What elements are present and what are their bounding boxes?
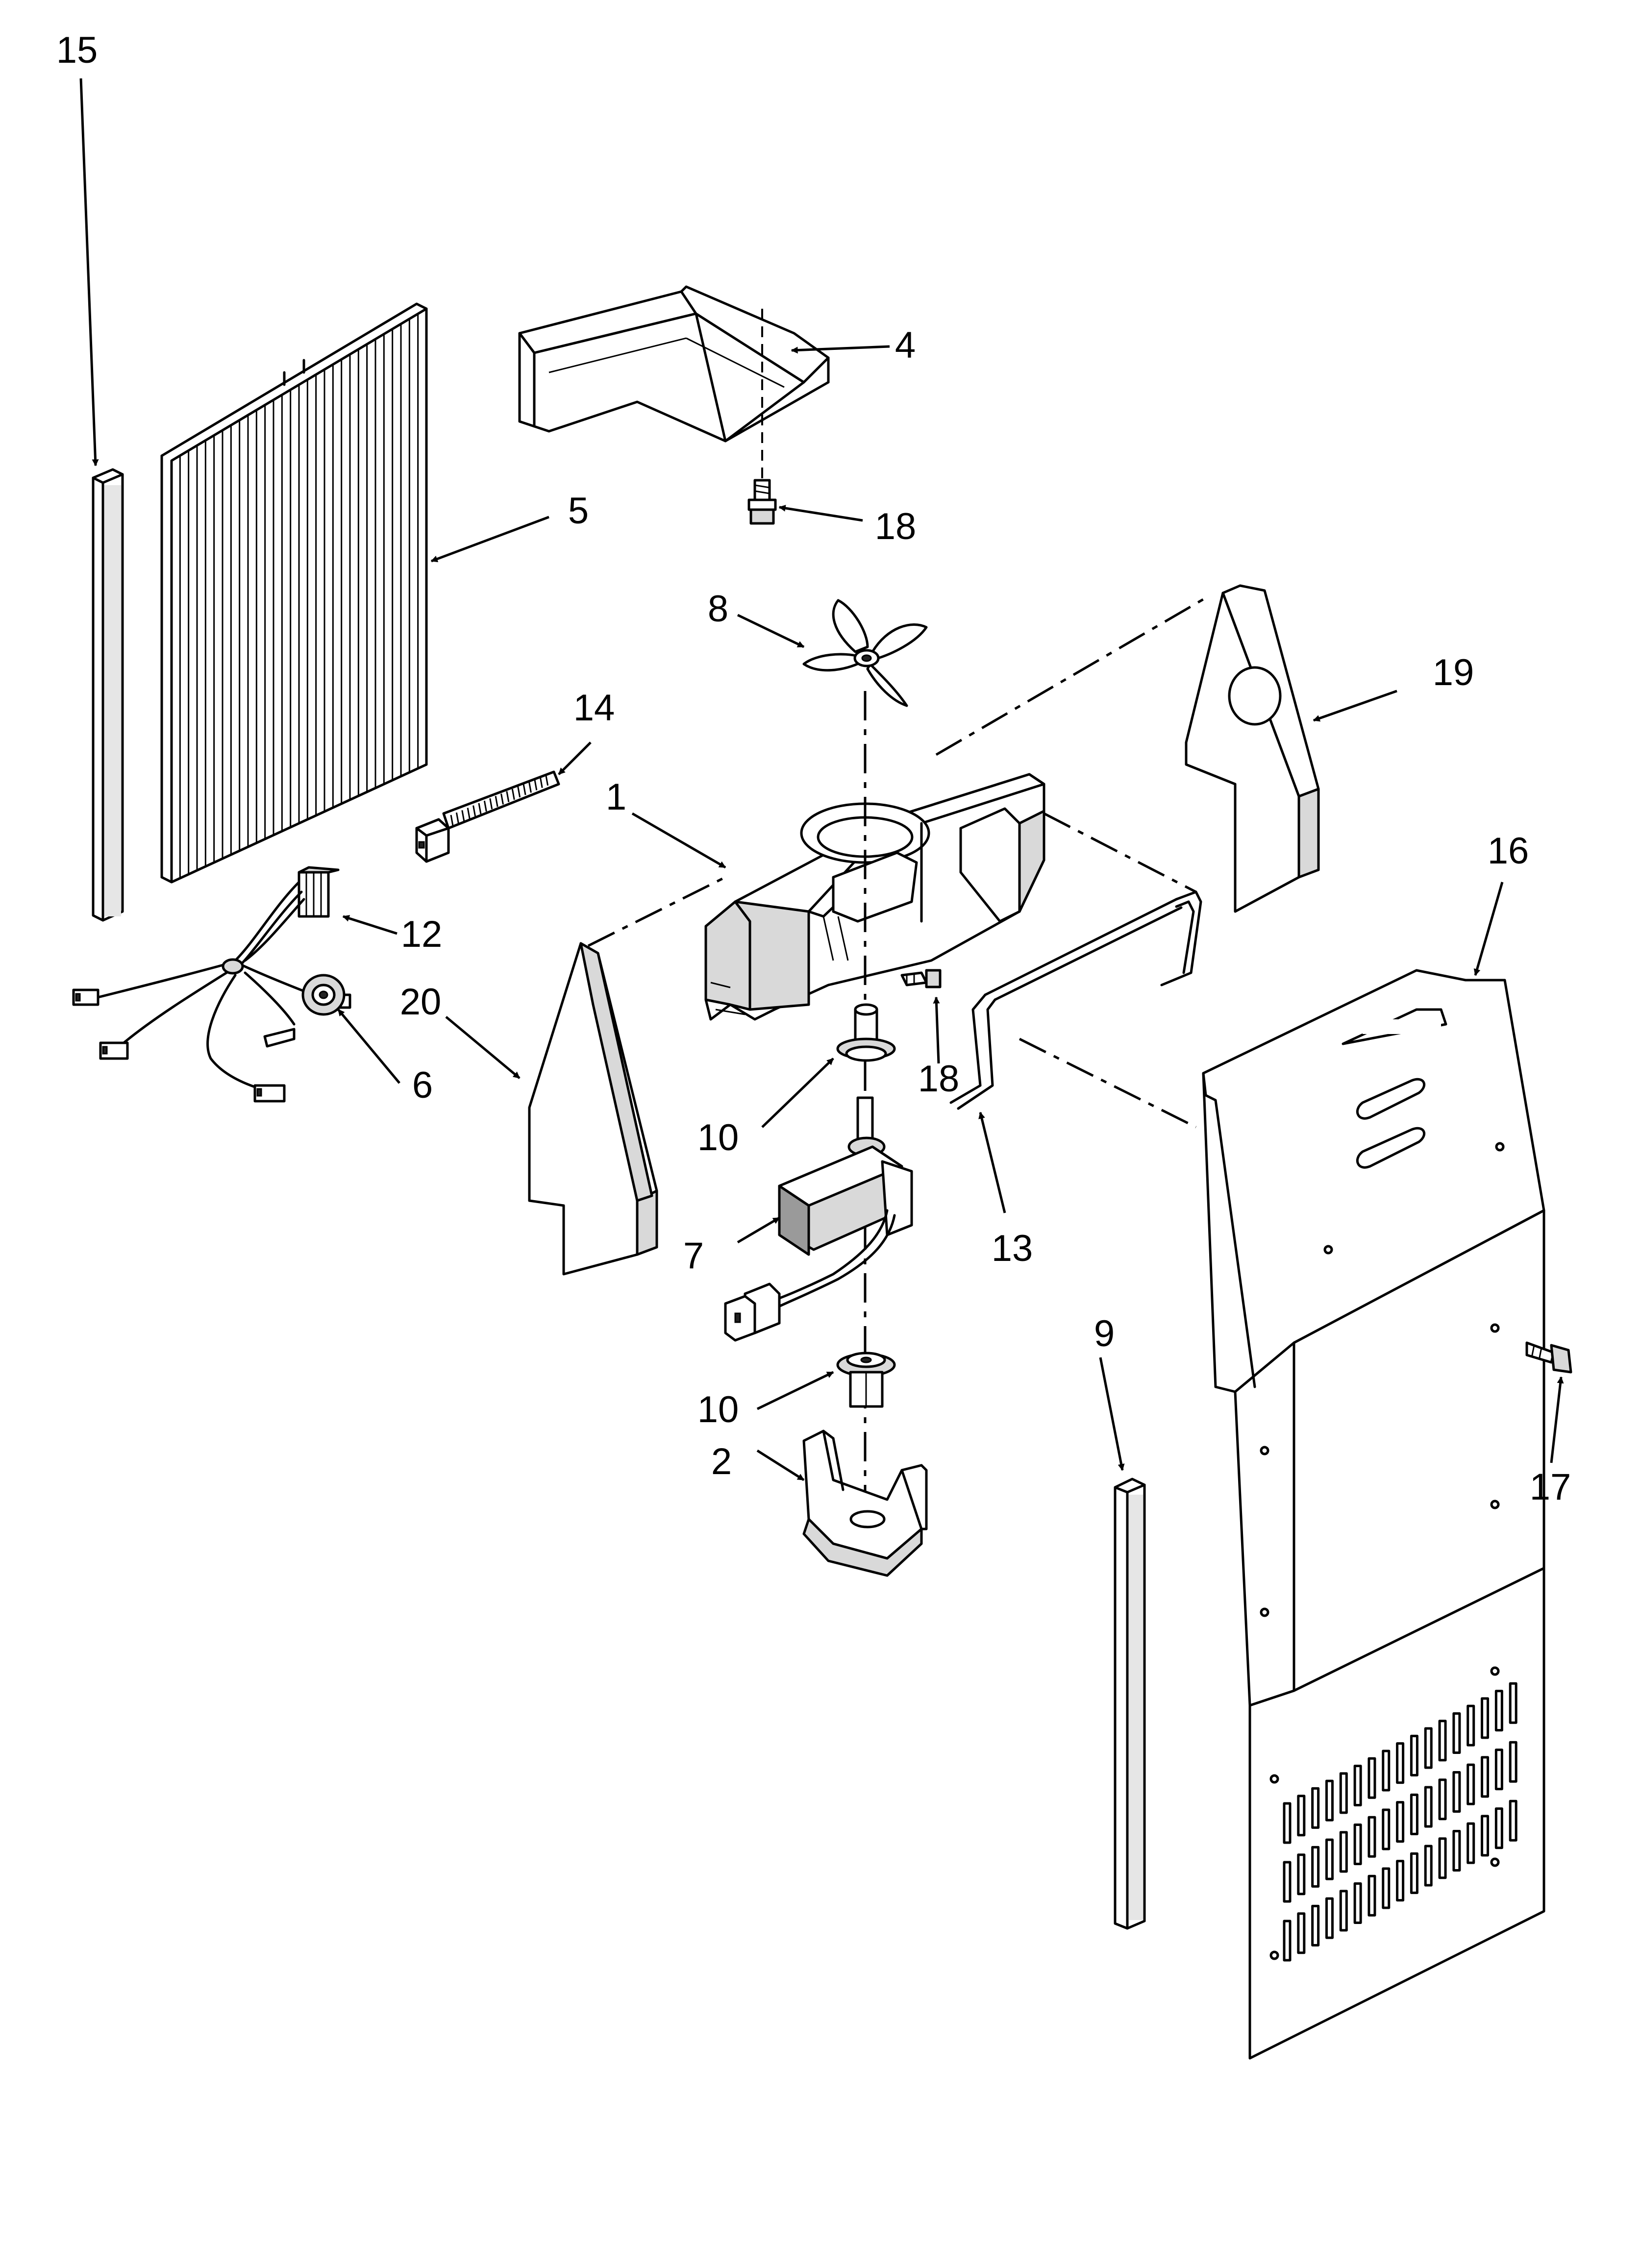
callout-10-upper: 10 <box>697 1117 739 1159</box>
callout-17: 17 <box>1529 1466 1571 1508</box>
callout-2: 2 <box>711 1441 732 1482</box>
callout-16: 16 <box>1487 830 1529 872</box>
part-1-fan-housing <box>704 773 1045 1021</box>
callout-4: 4 <box>895 324 916 366</box>
callout-1: 1 <box>605 776 627 818</box>
callout-5: 5 <box>568 490 589 532</box>
callout-6: 6 <box>412 1064 433 1106</box>
part-16-evaporator-cover <box>1202 969 1545 2060</box>
part-9-seal-strip <box>1114 1478 1146 1930</box>
callout-18-mid: 18 <box>918 1058 960 1100</box>
callout-13: 13 <box>991 1228 1033 1269</box>
part-19-baffle <box>1185 584 1320 913</box>
callout-10-lower: 10 <box>697 1389 739 1430</box>
callout-15: 15 <box>56 29 98 71</box>
callout-8: 8 <box>707 588 729 630</box>
callout-9: 9 <box>1094 1313 1115 1355</box>
part-8-fan-blade <box>802 599 928 707</box>
part-6-grommet <box>301 974 346 1016</box>
callout-leaders <box>79 78 1564 1481</box>
callout-20: 20 <box>399 981 442 1023</box>
part-14-cable-tie <box>415 770 560 863</box>
part-5-filter-panel <box>160 302 428 884</box>
callout-14: 14 <box>573 687 615 729</box>
part-18-screw-top <box>747 479 777 525</box>
part-4-duct-cover <box>518 285 830 443</box>
part-7-fan-motor <box>724 1096 913 1342</box>
part-12-wire-harness <box>72 866 351 1103</box>
part-18-screw-mid <box>900 969 942 988</box>
part-20-baffle <box>528 942 658 1276</box>
callout-12: 12 <box>400 913 443 955</box>
callout-19: 19 <box>1432 652 1474 693</box>
callout-7: 7 <box>683 1235 704 1277</box>
part-10-bushing-lower <box>836 1352 896 1408</box>
part-10-bushing-upper <box>836 1003 896 1062</box>
part-17-screw <box>1525 1341 1572 1374</box>
part-13-wire-bracket <box>949 890 1202 1110</box>
part-15-seal-strip <box>92 468 124 922</box>
alignment-lines <box>587 596 1207 1129</box>
callout-18-top: 18 <box>874 506 917 547</box>
part-2-motor-bracket <box>802 1430 928 1577</box>
